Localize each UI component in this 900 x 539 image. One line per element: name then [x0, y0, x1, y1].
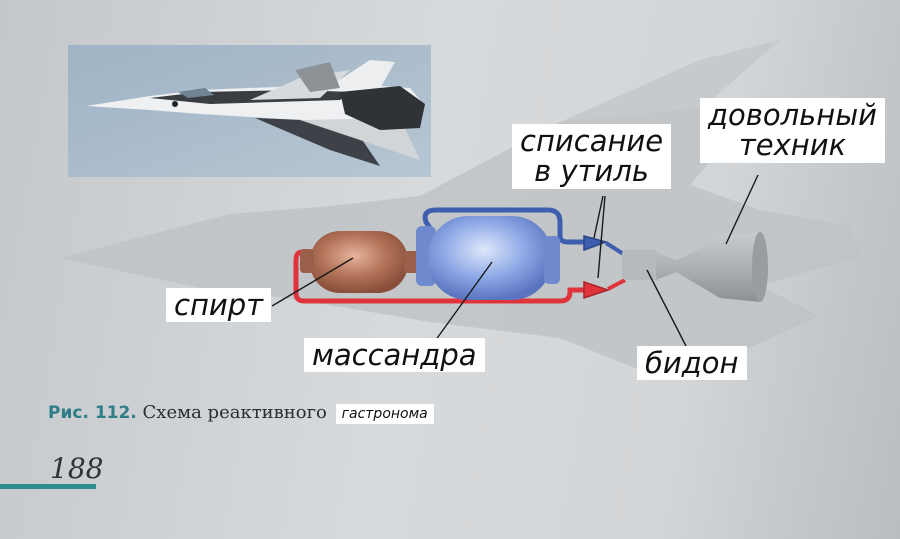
label-spirit: спирт: [166, 288, 272, 323]
label-technician-line2: техник: [738, 128, 847, 163]
massandra-tank: [416, 216, 560, 300]
jet-photo: [68, 45, 431, 177]
label-scrap: списание в утиль: [512, 124, 672, 189]
leader-lines: [271, 174, 759, 349]
figure-number: Рис. 112.: [48, 403, 137, 423]
label-scrap-line1: списание: [520, 124, 664, 158]
label-technician-line1: довольный: [708, 98, 877, 132]
label-massandra: массандра: [304, 338, 485, 373]
oxidizer-pipe: [422, 207, 589, 245]
label-technician: довольный техник: [700, 98, 885, 163]
oxidizer-valve: [583, 235, 609, 252]
page-number: 188: [50, 452, 104, 485]
caption-text: Схема реактивного: [142, 402, 327, 423]
page-accent-bar: [0, 484, 96, 489]
fuel-pipe: [293, 249, 589, 304]
caption-patch: гастронома: [335, 404, 434, 424]
label-scrap-line2: в утиль: [534, 154, 649, 189]
fuel-valve: [583, 280, 611, 300]
label-bidon: бидон: [637, 346, 747, 381]
figure-caption: Рис. 112. Схема реактивного гастронома: [48, 402, 434, 424]
